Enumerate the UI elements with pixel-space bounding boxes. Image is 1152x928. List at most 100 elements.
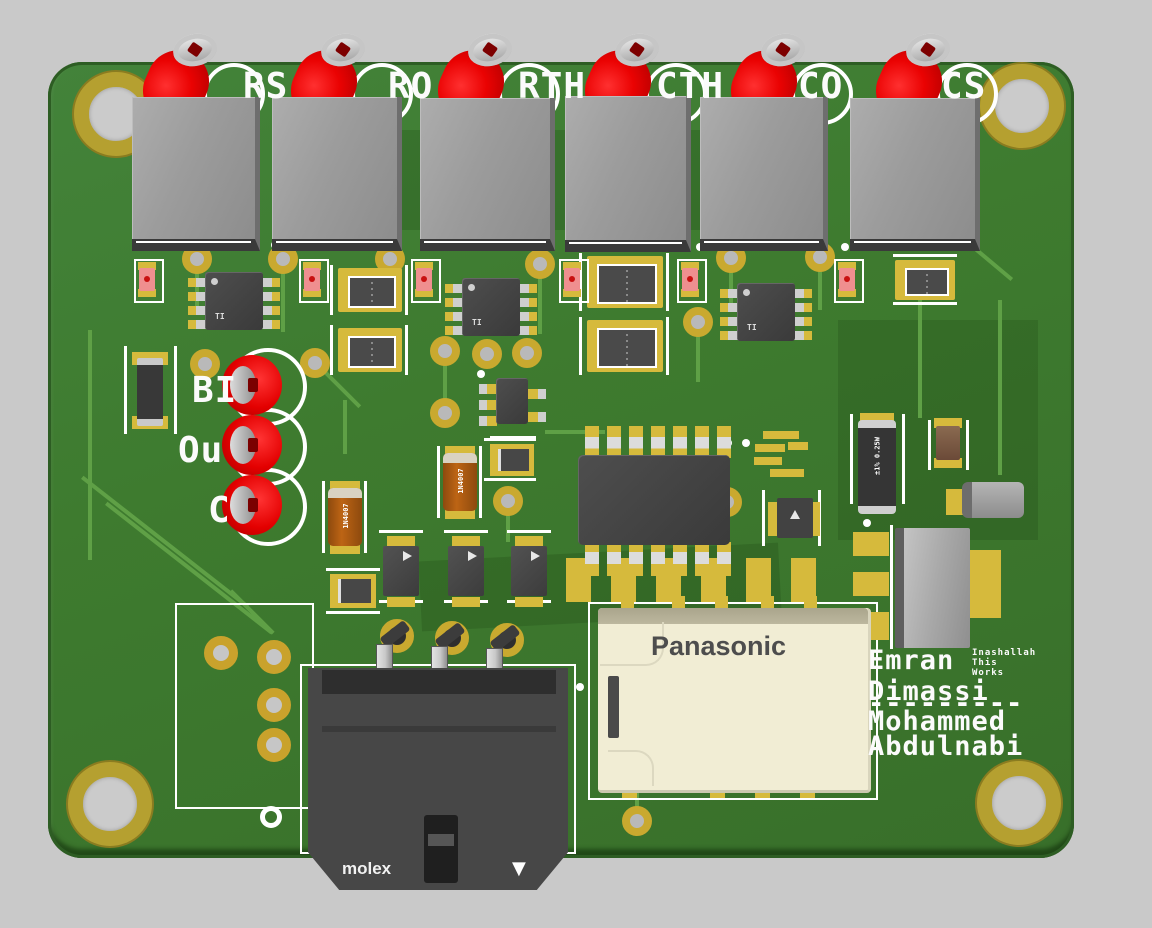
white-dot [576,683,584,691]
copper-pad [715,596,728,608]
soic14-pin [629,426,643,458]
transistor-body [448,546,484,596]
silkscreen-line [890,525,893,649]
copper-pad [853,532,889,556]
soic8-pin [720,331,738,340]
relay-cube [700,97,828,251]
silkscreen-line [326,568,380,571]
pink-led-pad [415,289,433,297]
mounting-hole [68,762,152,846]
silkscreen-line [893,254,957,257]
resistor-array-body [597,264,657,304]
soic8-pin [445,284,463,293]
soic8-pin [262,320,280,329]
trace [281,272,285,332]
transistor-pad [452,597,480,607]
resistor-array-body [348,336,396,368]
pink-led-dot [144,276,150,282]
trace [635,778,639,814]
trace [696,334,700,382]
via [190,349,220,379]
via [430,398,460,428]
silkscreen-line [424,241,546,243]
soic14-pin [717,426,731,458]
terminal-label-co: CO [798,66,844,107]
transistor-body [383,546,419,596]
transistor-arrow-mark [468,551,477,561]
silkscreen-line [174,346,177,434]
relay-cube [132,97,260,251]
connector-brand-label: molex [342,859,392,878]
diode-mark [790,510,800,519]
resistor-marking: ±1% 0.25W [873,437,882,475]
pink-led-pad [838,262,856,270]
trace [538,276,542,334]
soic14-pin [673,542,687,576]
led-screw-slot [248,498,258,512]
silkscreen-line [579,317,582,375]
copper-pad [853,572,889,596]
soic14-pin [695,426,709,458]
silkscreen-line [379,530,423,533]
soic8-pin [188,292,206,301]
soic8-pin [519,312,537,321]
through-hole-pad [257,728,291,762]
pink-led-dot [687,276,693,282]
silkscreen-line [405,325,408,375]
via [622,806,652,836]
silkscreen-line [704,241,819,243]
soic14-pin [607,426,621,458]
relay-cube [850,98,980,251]
copper-pad [621,596,634,608]
trace [918,300,922,418]
copper-pad [746,558,771,602]
soic14-pin [585,426,599,458]
sot-pin [479,416,497,426]
soic14-pin [607,542,621,576]
sot-pin [528,389,546,399]
silkscreen-line [136,241,251,243]
trace [998,300,1002,475]
pad [934,418,962,428]
polarity-arrow: ▼ [512,858,526,879]
white-dot [742,439,750,447]
soic8-pin [188,278,206,287]
pink-led-pad [303,289,321,297]
pink-led-dot [569,276,575,282]
note-line2: This [972,658,998,668]
silkscreen-line [364,481,367,553]
pink-led-pad [138,262,156,270]
soic8-pin [794,289,812,298]
silkscreen-box [175,603,314,809]
silkscreen-line [850,414,853,504]
transistor-pad [452,536,480,546]
transistor-pad [387,536,415,546]
pink-led-outline [834,259,864,303]
soic8-pin [262,278,280,287]
diode-marking: 1N4007 [342,503,350,529]
trace [818,266,822,310]
relay-brand-label: Panasonic [651,631,787,661]
soic14-pin [585,542,599,576]
soic14-pin [651,542,665,576]
smd-resistor-body [338,579,371,603]
pad [934,458,962,468]
through-hole-pad [257,640,291,674]
copper-pad [754,457,782,465]
led-screw-slot [248,378,258,392]
pink-led-dot [421,276,427,282]
silkscreen-line [893,302,957,305]
author1-line1: Emran [868,645,955,676]
pink-led-pad [838,289,856,297]
pink-led-pad [681,262,699,270]
soic8-pin [720,317,738,326]
silkscreen-line [666,253,669,311]
silkscreen-line [124,346,127,434]
ti-logo-icon: TI [747,323,757,332]
cap-body [936,426,960,460]
ti-logo-icon: TI [472,318,482,327]
transistor-pad [515,536,543,546]
note-line3: Works [972,668,1005,678]
via [683,307,713,337]
